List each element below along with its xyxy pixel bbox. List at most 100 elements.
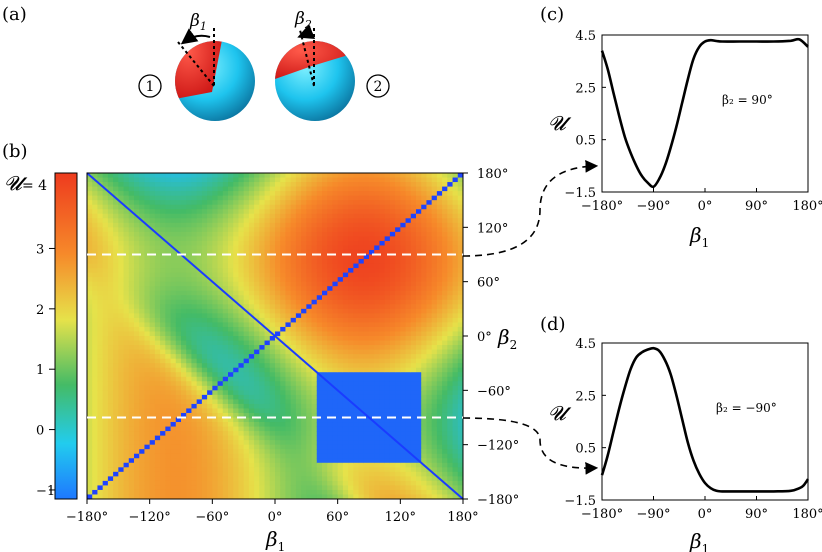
heatmap-cell	[431, 245, 438, 251]
heatmap-cell	[207, 467, 213, 473]
heatmap-cell	[332, 177, 339, 183]
heatmap-cell	[134, 227, 140, 233]
heatmap-cell	[170, 349, 177, 355]
heatmap-cell	[107, 272, 114, 278]
heatmap-cell	[107, 231, 114, 237]
colorbar-tick-label: 3	[36, 242, 44, 257]
heatmap-cell	[212, 363, 219, 369]
heatmap-cell	[233, 222, 239, 228]
heatmap-cell	[342, 358, 349, 364]
heatmap-cell	[290, 227, 297, 233]
heatmap-cell	[222, 204, 229, 210]
heatmap-cell	[139, 249, 145, 255]
heatmap-cell	[384, 218, 391, 224]
heatmap-cell	[374, 263, 380, 269]
heatmap-cell	[426, 222, 433, 228]
heatmap-cell	[416, 440, 422, 446]
heatmap-cell	[337, 367, 344, 373]
heatmap-cell	[410, 467, 417, 473]
heatmap-cell	[275, 363, 281, 369]
heatmap-cell	[128, 467, 135, 473]
heatmap-cell	[123, 462, 130, 468]
heatmap-cell	[290, 453, 297, 459]
heatmap-cell	[342, 240, 349, 246]
heatmap-cell	[170, 236, 177, 242]
heatmap-cell	[342, 390, 349, 396]
heatmap-cell	[400, 213, 407, 219]
heatmap-cell	[275, 381, 281, 387]
heatmap-cell	[207, 177, 213, 183]
heatmap-cell	[369, 191, 375, 197]
heatmap-cell	[337, 358, 344, 364]
heatmap-cell	[123, 231, 130, 237]
heatmap-cell	[123, 476, 130, 482]
heatmap-cell	[358, 440, 365, 446]
heatmap-cell	[342, 218, 349, 224]
heatmap-cell	[201, 385, 208, 391]
heatmap-cell	[123, 304, 130, 310]
heatmap-cell	[107, 367, 114, 373]
heatmap-cell	[416, 227, 422, 233]
heatmap-cell	[363, 204, 370, 210]
heatmap-cell	[212, 390, 219, 396]
heatmap-cell	[395, 236, 401, 242]
heatmap-cell	[342, 249, 349, 255]
heatmap-cell	[353, 336, 360, 342]
heatmap-cell	[196, 245, 203, 251]
heatmap-cell	[290, 367, 297, 373]
heatmap-cell	[134, 358, 140, 364]
heatmap-cell	[102, 182, 109, 188]
heatmap-cell	[248, 191, 255, 197]
heatmap-cell	[243, 249, 250, 255]
heatmap-cell	[139, 480, 145, 486]
heatmap-cell	[248, 213, 255, 219]
heatmap-cell	[181, 435, 187, 441]
heatmap-cell	[139, 272, 145, 278]
heatmap-cell	[107, 249, 114, 255]
heatmap-cell	[186, 399, 192, 405]
heatmap-cell	[144, 381, 151, 387]
heatmap-cell	[196, 494, 203, 500]
heatmap-cell	[301, 340, 307, 346]
heatmap-cell	[238, 363, 245, 369]
heatmap-cell	[322, 204, 328, 210]
heatmap-cell	[170, 431, 177, 437]
heatmap-cell	[238, 317, 245, 323]
heatmap-cell	[358, 467, 365, 473]
heatmap-cell	[238, 236, 245, 242]
heatmap-cell	[233, 295, 239, 301]
heatmap-cell	[311, 440, 318, 446]
heatmap-cell	[144, 249, 151, 255]
heatmap-cell	[175, 426, 182, 432]
sphere-label-2: 2	[366, 74, 390, 98]
heatmap-cell	[139, 326, 145, 332]
heatmap-cell	[348, 367, 354, 373]
heatmap-cell	[416, 462, 422, 468]
heatmap-cell	[400, 462, 407, 468]
heatmap-cell	[160, 476, 166, 482]
heatmap-cell	[160, 218, 166, 224]
heatmap-cell	[290, 426, 297, 432]
heatmap-cell	[107, 476, 114, 482]
heatmap-cell	[201, 245, 208, 251]
heatmap-cell	[181, 367, 187, 373]
heatmap-cell	[254, 381, 260, 387]
heatmap-cell	[113, 349, 119, 355]
heatmap-cell	[186, 485, 192, 491]
heatmap-cell	[405, 268, 412, 274]
heatmap-cell	[269, 408, 276, 414]
heatmap-cell	[243, 295, 250, 301]
heatmap-cell	[363, 431, 370, 437]
heatmap-cell	[128, 462, 135, 468]
heatmap-cell	[306, 367, 313, 373]
heatmap-cell	[342, 286, 349, 292]
heatmap-cell	[228, 345, 234, 351]
heatmap-cell	[280, 200, 286, 206]
heatmap-cell	[280, 195, 286, 201]
heatmap-cell	[421, 358, 427, 364]
heatmap-cell	[269, 376, 276, 382]
heatmap-cell	[426, 200, 433, 206]
heatmap-cell	[301, 494, 307, 500]
heatmap-cell	[248, 385, 255, 391]
heatmap-cell	[97, 444, 104, 450]
